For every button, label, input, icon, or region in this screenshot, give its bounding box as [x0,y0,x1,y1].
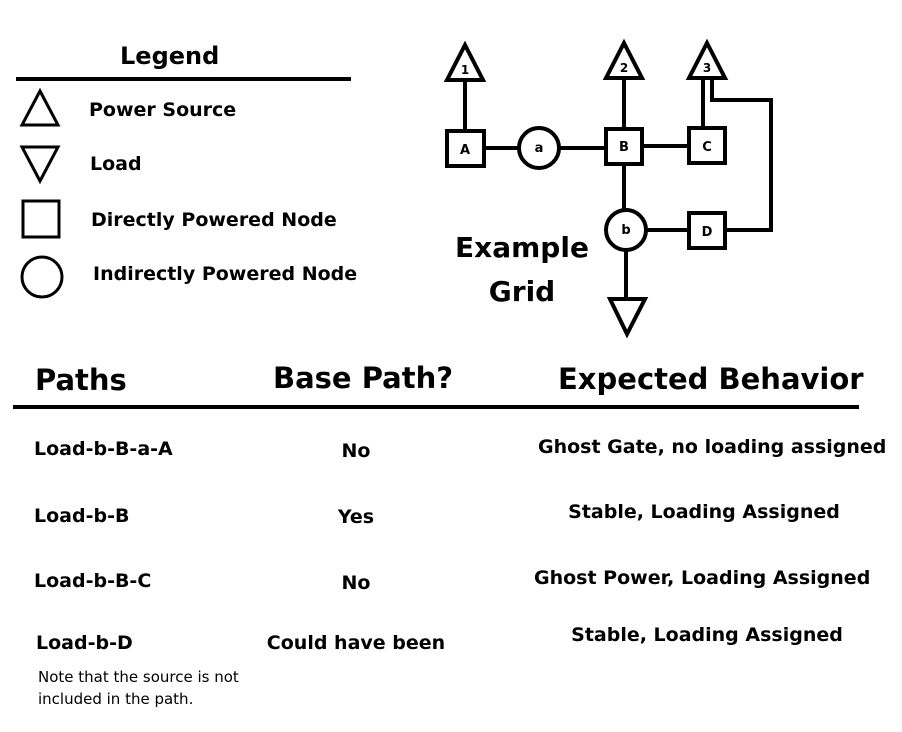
header-expected-behavior: Expected Behavior [558,362,864,396]
row-3-path: Load-b-B-C [34,570,152,592]
source-2-icon [602,38,646,80]
legend-label-power-source: Power Source [89,99,237,121]
edge-source3-D [710,78,773,232]
grid-title: Example Grid [455,231,589,308]
node-C-label: C [702,140,712,155]
node-b [604,208,648,252]
row-1-behavior: Ghost Gate, no loading assigned [538,436,887,458]
legend-label-indirectly-powered-node: Indirectly Powered Node [93,263,358,285]
source-1-label: 1 [461,63,469,77]
legend-label-load: Load [90,153,142,175]
source-2-label: 2 [620,61,628,75]
row-4-base: Could have been [266,632,446,654]
row-1-path: Load-b-B-a-A [34,438,173,460]
load-icon [19,145,61,185]
row-4-path: Load-b-D [36,632,133,654]
node-a-label: a [535,141,544,156]
node-A [445,129,486,168]
row-4-behavior: Stable, Loading Assigned [571,624,843,646]
header-base-path: Base Path? [273,361,454,395]
legend-title: Legend [120,42,220,70]
power-source-icon [19,87,61,127]
node-B [604,127,644,166]
row-3-base: No [341,572,371,594]
legend-label-directly-powered-node: Directly Powered Node [91,209,337,231]
row-2-behavior: Stable, Loading Assigned [568,501,840,523]
source-3-label: 3 [703,61,711,75]
path-note: Note that the source is not included in … [38,668,239,708]
indirectly-powered-node-icon [20,255,64,299]
header-paths: Paths [35,363,127,397]
row-3-behavior: Ghost Power, Loading Assigned [534,567,871,589]
node-D-label: D [702,225,713,240]
node-B-label: B [619,140,629,155]
node-a [517,126,561,170]
row-2-path: Load-b-B [34,505,130,527]
source-1-icon [443,40,487,82]
source-3-icon [685,38,729,80]
row-1-base: No [341,440,371,462]
node-C [687,126,727,165]
node-A-label: A [460,143,470,158]
row-2-base: Yes [337,506,375,528]
node-D [687,211,727,250]
directly-powered-node-icon [21,199,61,239]
load-node-icon [606,297,649,339]
node-b-label: b [621,223,630,238]
